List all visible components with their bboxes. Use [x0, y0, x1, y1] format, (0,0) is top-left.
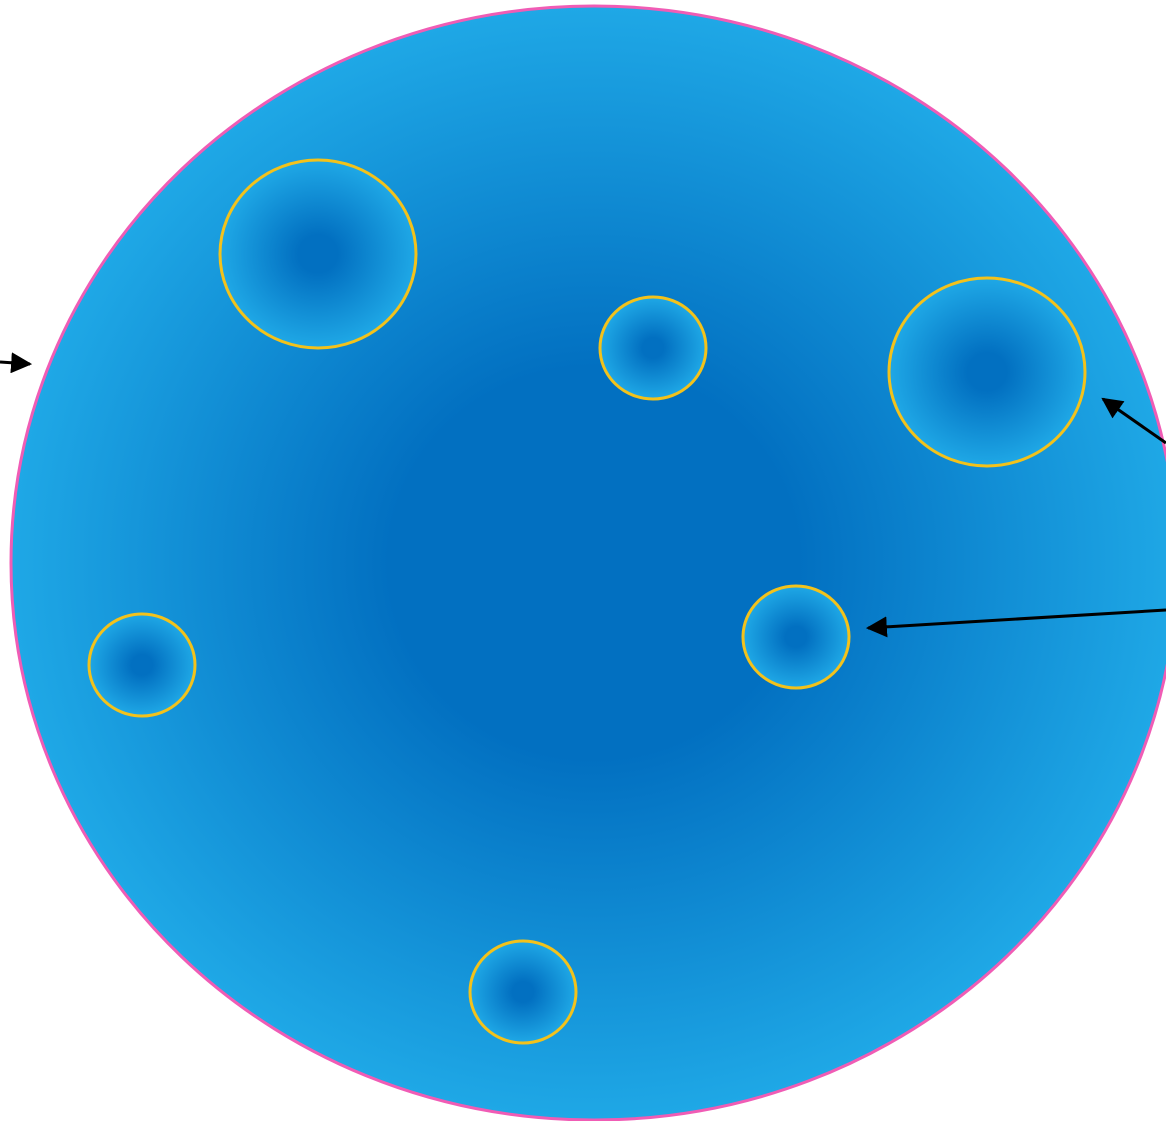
inner-circle-middle-right [743, 586, 849, 688]
arrow-left-to-membrane [0, 362, 30, 364]
inner-circle-bottom [470, 941, 576, 1043]
large-circle [11, 6, 1166, 1120]
inner-circle-top-center [600, 297, 706, 399]
inner-circle-top-right [889, 278, 1085, 466]
inner-circle-top-left [220, 160, 416, 348]
inner-circle-middle-left [89, 614, 195, 716]
